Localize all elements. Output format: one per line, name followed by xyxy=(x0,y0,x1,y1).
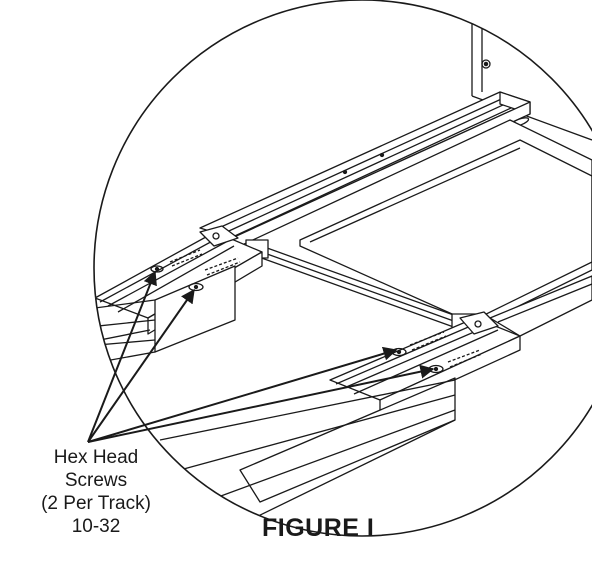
arrow-left-screw-2 xyxy=(87,288,195,443)
detail-circle xyxy=(93,0,592,537)
arrow-right-screw-1 xyxy=(87,346,398,443)
callout-line-2: Screws xyxy=(64,470,128,491)
callout-line-4: 10-32 xyxy=(71,516,121,537)
callout-line-1: Hex Head xyxy=(53,447,139,468)
right-track xyxy=(159,275,592,521)
figure-title: FIGURE I xyxy=(262,514,375,542)
arrow-right-screw-2 xyxy=(87,364,435,443)
callout-arrows xyxy=(87,270,435,443)
detail-artwork xyxy=(94,14,592,521)
upper-rail xyxy=(199,91,531,251)
arrow-left-screw-1 xyxy=(87,270,157,443)
hex-head-screws-label: Hex Head Screws (2 Per Track) 10-32 xyxy=(0,446,192,538)
callout-line-3: (2 Per Track) xyxy=(41,493,151,514)
left-track xyxy=(94,225,263,381)
